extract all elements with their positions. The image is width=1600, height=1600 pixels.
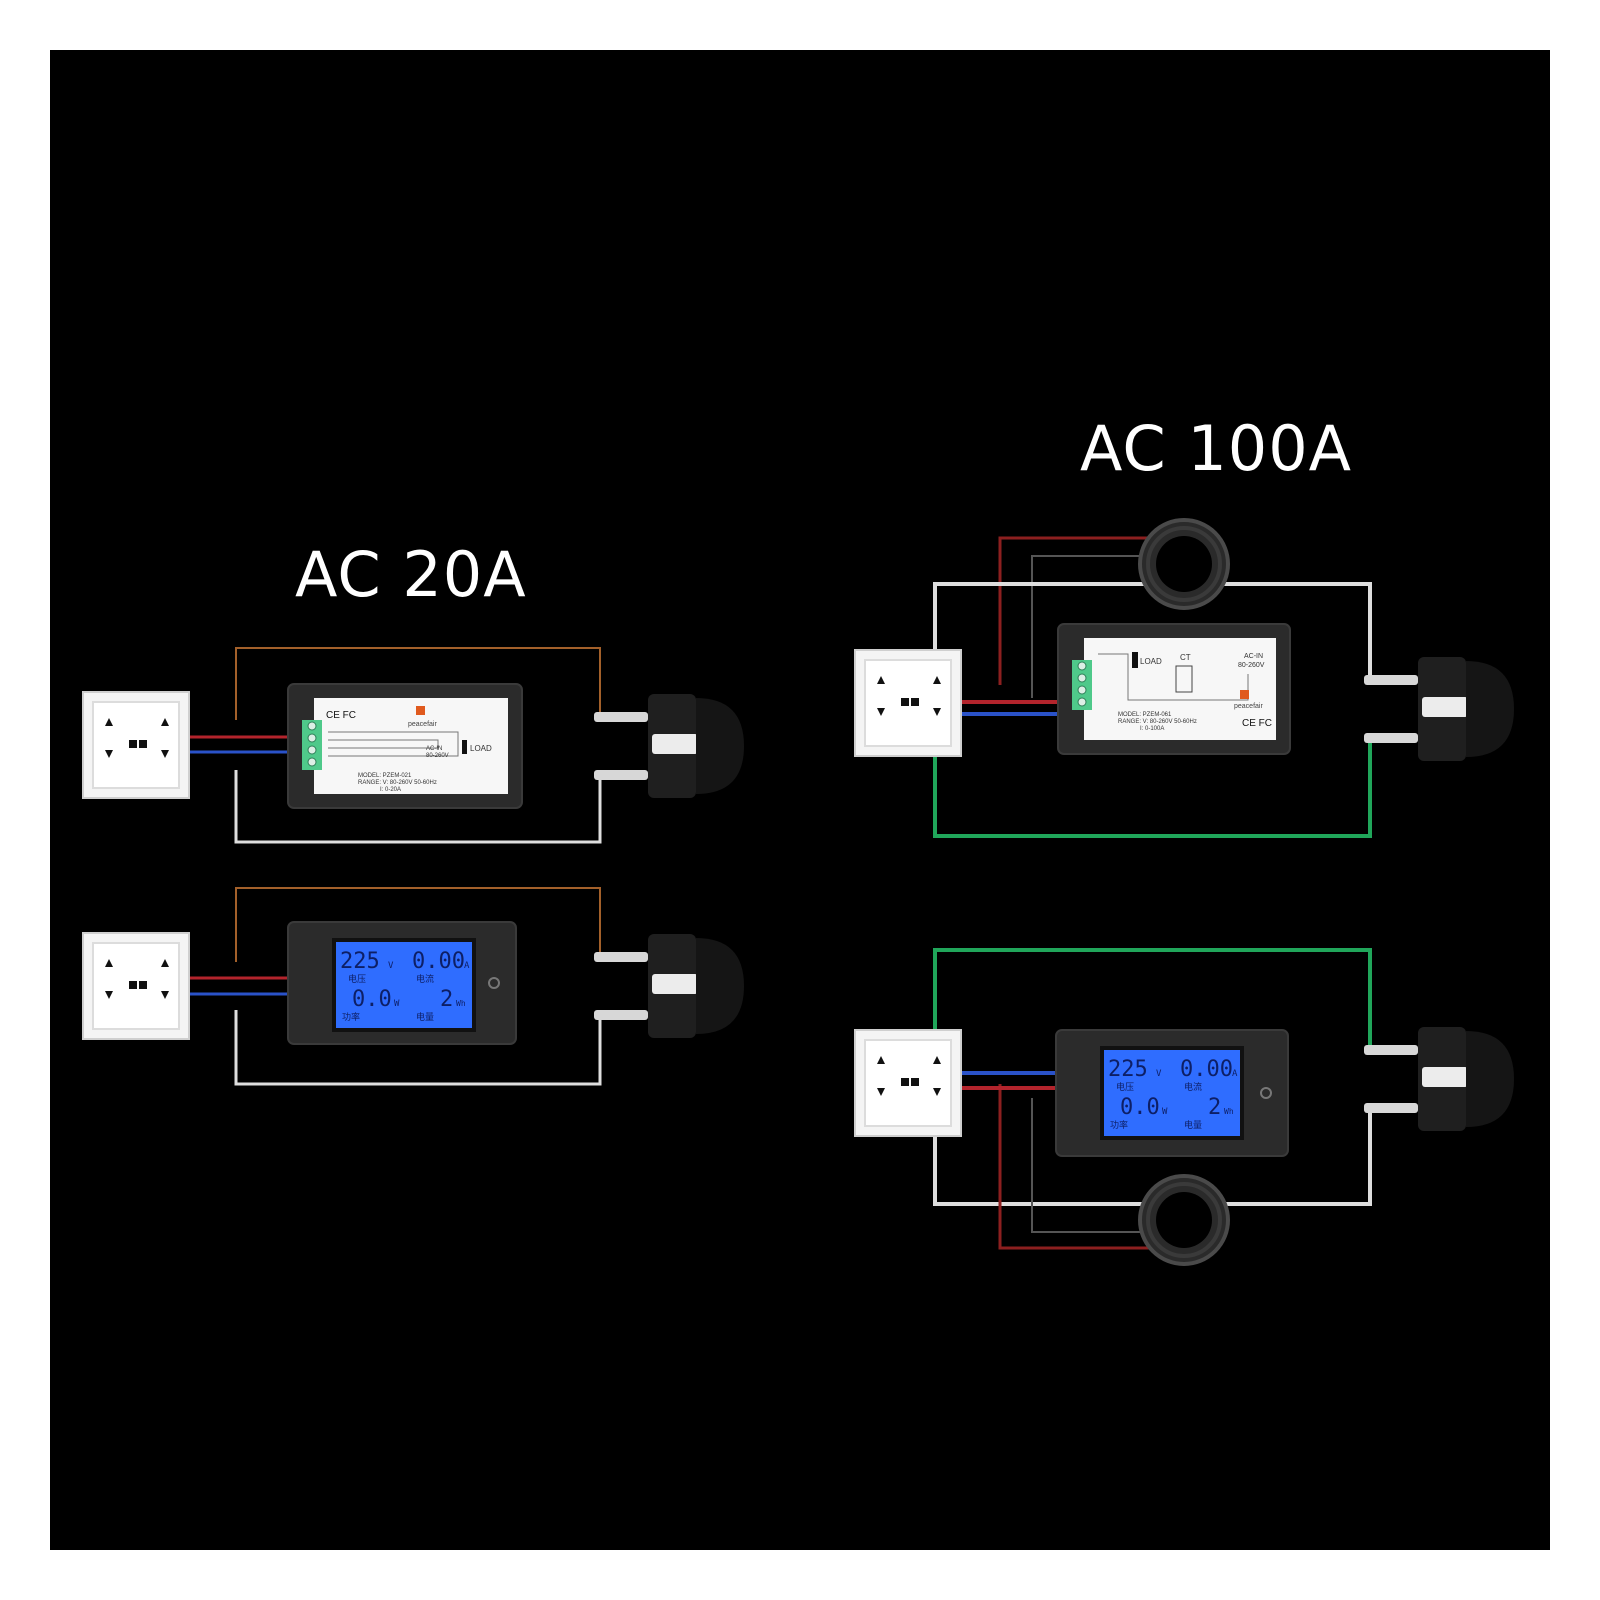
terminal-screw [1077,661,1087,671]
lcd-voltage: 225 [340,949,380,974]
label-load: LOAD [470,744,492,753]
label-ac-in-range: 80-260V [426,753,449,759]
terminal-screw [307,757,317,767]
wire-orange-voltage-20a-bottom [235,887,601,962]
lcd-screen [336,942,472,1028]
brand-logo [1240,690,1249,699]
lcd-voltage-unit: V [1156,1069,1162,1079]
terminal-screw [307,721,317,731]
label-ac-in: AC-IN [426,746,442,752]
lcd-voltage-unit: V [388,961,394,971]
lcd-screen [1104,1050,1240,1136]
lcd-power-label: 功率 [342,1011,360,1022]
ct-symbol [1175,665,1193,693]
lcd-voltage: 225 [1108,1057,1148,1082]
terminal-screw [1077,697,1087,707]
lcd-current-unit: A [1232,1069,1238,1079]
lcd-energy-unit: Wh [1224,1107,1234,1116]
lcd-energy: 2 [1208,1095,1221,1120]
lcd-energy-unit: Wh [456,999,466,1008]
terminal-screw [307,733,317,743]
label-range-v: RANGE: V: 80-260V 50-60Hz [358,780,437,786]
lcd-current: 0.00 [1180,1057,1233,1082]
lcd-power-unit: W [1162,1107,1168,1117]
wall-socket-100a-bottom [854,1029,962,1137]
reset-button [1260,1087,1272,1099]
wire-ct-red-100a-top [998,536,1184,685]
wire-ct-black-100a-bottom [1031,1098,1184,1233]
lcd-energy-label: 电量 [1184,1119,1202,1130]
label-range-v: RANGE: V: 80-260V 50-60Hz [1118,719,1197,725]
lcd-power-unit: W [394,999,400,1009]
meter-label-sticker [314,698,508,794]
lcd-power: 0.0 [352,987,392,1012]
lcd-energy: 2 [440,987,453,1012]
lcd-current-label: 电流 [1184,1081,1202,1092]
wire-white-load-20a-bottom [234,1010,602,1086]
label-load: LOAD [1140,657,1162,666]
wire-green-load-100a-top [933,712,1372,838]
load-resistor [1132,652,1138,668]
terminal-screw [307,745,317,755]
lcd-voltage-label: 电压 [1116,1081,1134,1092]
lcd-power: 0.0 [1120,1095,1160,1120]
load-plug-100a-bottom [1364,1027,1514,1131]
current-transformer-100a-top [1138,518,1230,610]
lcd-energy-label: 电量 [416,1011,434,1022]
terminal-block [302,720,322,770]
label-ac-in-range: 80-260V [1238,662,1265,669]
load-plug-100a-top [1364,657,1514,761]
lcd-voltage-label: 电压 [348,973,366,984]
load-plug-20a-bottom [594,934,744,1038]
terminal-screw [1077,685,1087,695]
section-title-ac20a: AC 20A [295,538,527,611]
wire-white-load-20a-top [234,770,602,844]
meter-label-sticker [1084,638,1276,740]
label-model: MODEL: PZEM-021 [358,773,412,779]
current-transformer-100a-bottom [1138,1174,1230,1266]
label-range-i: I: 0-20A [380,787,401,793]
section-title-ac100a: AC 100A [1080,412,1353,485]
load-resistor [462,740,467,754]
brand-logo [416,706,425,715]
load-plug-20a-top [594,694,744,798]
label-ct: CT [1180,653,1191,662]
label-schematic [328,731,459,757]
wire-ct-red-100a-bottom [998,1084,1184,1250]
reset-button [488,977,500,989]
label-schematic [328,739,439,749]
lcd-current: 0.00 [412,949,465,974]
cert-marks: CE FC [1242,718,1272,729]
label-ac-in: AC-IN [1244,653,1263,660]
wall-socket-20a-top [82,691,190,799]
wire-orange-voltage-20a-top [235,647,601,720]
wire-green-load-100a-bottom [933,948,1372,1060]
wall-socket-20a-bottom [82,932,190,1040]
label-model: MODEL: PZEM-061 [1118,712,1172,718]
terminal-block [1072,660,1092,710]
wall-socket-100a-top [854,649,962,757]
wire-ct-black-100a-top [1031,555,1184,698]
cert-marks: CE FC [326,710,356,721]
lcd-current-unit: A [464,961,470,971]
brand-name: peacefair [408,721,437,728]
terminal-screw [1077,673,1087,683]
brand-name: peacefair [1234,703,1263,710]
label-range-i: I: 0-100A [1140,726,1164,732]
lcd-power-label: 功率 [1110,1119,1128,1130]
lcd-current-label: 电流 [416,973,434,984]
